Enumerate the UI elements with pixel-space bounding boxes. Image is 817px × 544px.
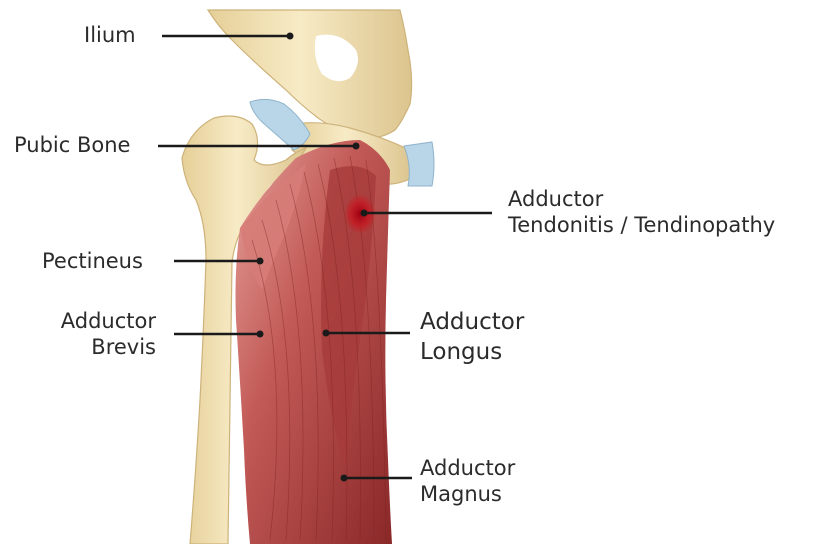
label-adductor-magnus-line1: Adductor xyxy=(420,455,515,481)
label-pectineus: Pectineus xyxy=(42,248,143,274)
label-adductor-brevis-line2: Brevis xyxy=(44,334,156,360)
label-adductor-brevis: Adductor Brevis xyxy=(44,308,156,360)
label-adductor-tendonitis-line1: Adductor xyxy=(508,186,775,212)
label-adductor-tendonitis-line2: Tendonitis / Tendinopathy xyxy=(508,212,775,238)
label-adductor-magnus-line2: Magnus xyxy=(420,481,515,507)
hip-joint-cartilage xyxy=(250,99,310,150)
label-adductor-longus-line2: Longus xyxy=(420,337,524,367)
pubic-symphysis-cartilage xyxy=(404,142,434,186)
label-adductor-longus: Adductor Longus xyxy=(420,307,524,367)
label-pubic-bone: Pubic Bone xyxy=(14,132,130,158)
label-ilium: Ilium xyxy=(84,22,136,48)
label-adductor-magnus: Adductor Magnus xyxy=(420,455,515,507)
label-adductor-tendonitis: Adductor Tendonitis / Tendinopathy xyxy=(508,186,775,238)
label-adductor-brevis-line1: Adductor xyxy=(44,308,156,334)
label-adductor-longus-line1: Adductor xyxy=(420,307,524,337)
